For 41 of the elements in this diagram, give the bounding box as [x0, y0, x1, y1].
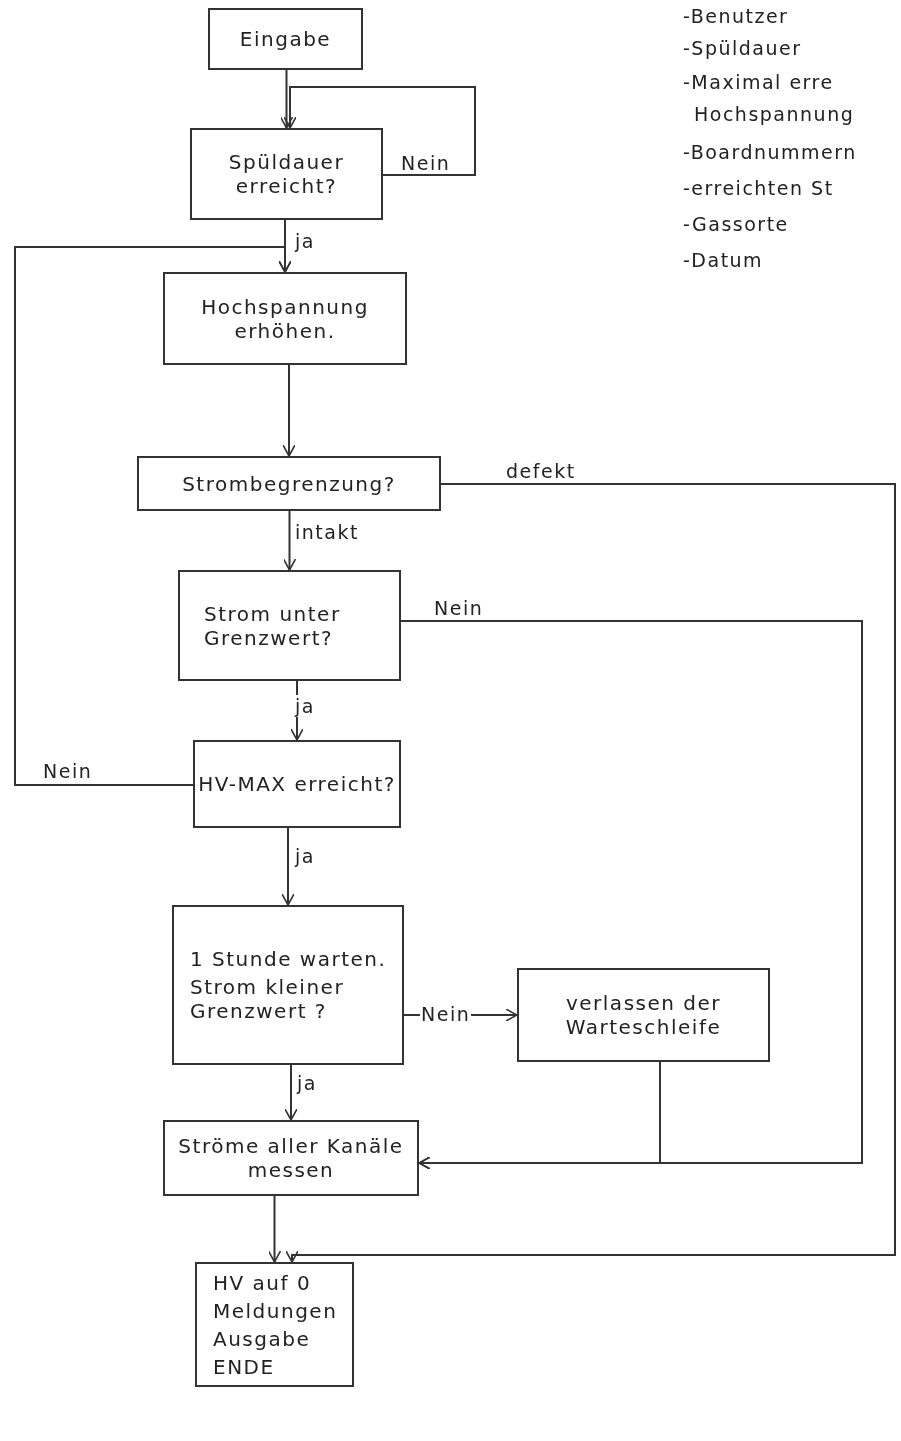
- arrow: [14, 246, 292, 786]
- node-text: HV-MAX erreicht?: [198, 772, 396, 796]
- node-text: verlassen der Warteschleife: [564, 991, 723, 1039]
- process-box: [208, 8, 363, 70]
- node-text: Strombegrenzung?: [182, 471, 396, 496]
- process-box: [195, 1262, 354, 1387]
- node-text: 1 Stunde warten.: [190, 947, 387, 971]
- node-text: Hochspannung erhöhen.: [200, 294, 370, 343]
- node-text: Meldungen: [213, 1298, 338, 1323]
- node-text: Spüldauer erreicht?: [227, 150, 346, 198]
- list-item: -Gassorte: [683, 212, 790, 237]
- list-item: -Maximal erre Hochspannung: [683, 70, 856, 127]
- arrow: [279, 69, 294, 129]
- process-box: [193, 740, 401, 828]
- list-item: -Datum: [683, 248, 765, 273]
- node-text: Eingabe: [239, 27, 332, 51]
- process-box: [178, 570, 401, 681]
- process-box: [190, 128, 383, 220]
- node-text: Ströme aller Kanäle messen: [177, 1134, 405, 1182]
- process-box: [163, 272, 407, 365]
- node-text: Strom kleiner Grenzwert ?: [190, 975, 346, 1023]
- node-text: ENDE: [213, 1354, 275, 1379]
- list-item: -erreichten St: [683, 176, 835, 201]
- arrow: [281, 827, 295, 906]
- process-box: [517, 968, 770, 1062]
- arrow: [282, 364, 296, 457]
- arrow: [267, 1195, 282, 1263]
- arrow: [284, 1064, 298, 1121]
- node-text: Strom unter Grenzwert?: [204, 601, 342, 650]
- node-text: HV auf 0: [213, 1270, 312, 1295]
- arrow: [418, 1061, 661, 1170]
- arrow: [285, 483, 896, 1263]
- process-box: [137, 456, 441, 511]
- list-item: -Boardnummern: [683, 140, 858, 165]
- arrow: [282, 510, 297, 571]
- node-text: Ausgabe: [213, 1326, 311, 1351]
- list-item: -Benutzer: [683, 4, 790, 29]
- process-box: [163, 1120, 419, 1196]
- arrow: [283, 86, 476, 176]
- process-box: [172, 905, 404, 1065]
- list-item: -Spüldauer: [683, 36, 803, 61]
